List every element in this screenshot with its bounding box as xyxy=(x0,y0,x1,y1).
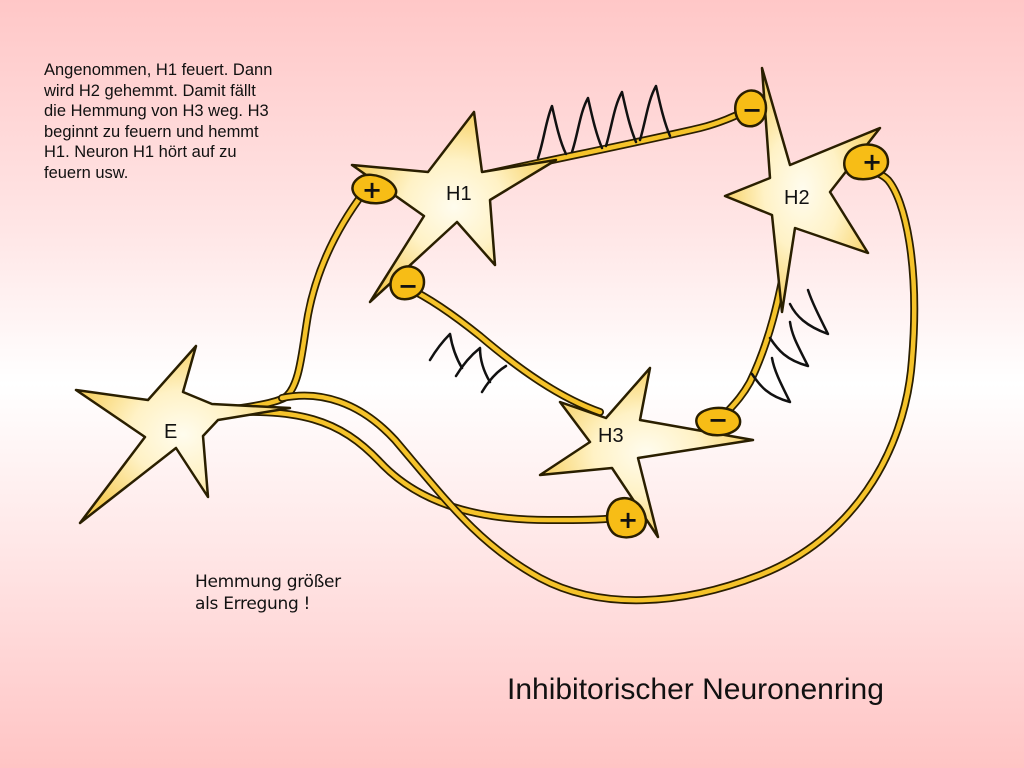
neuron-h1-body xyxy=(350,110,558,304)
description-line: die Hemmung von H3 weg. H3 xyxy=(44,102,269,120)
note-line: Hemmung größer xyxy=(195,572,341,592)
minus-sign-h2: − xyxy=(742,96,762,124)
neuron-e-body xyxy=(74,344,292,525)
neuron-e: E xyxy=(74,344,292,525)
plus-sign-h2: + xyxy=(862,148,882,176)
description-line: beginnt zu feuern und hemmt xyxy=(44,122,259,141)
neuron-h3: H3 xyxy=(538,366,755,539)
inhibition-note: Hemmung größer als Erregung ! xyxy=(195,571,341,615)
neuron-h3-body xyxy=(538,366,755,539)
plus-sign-h1: + xyxy=(362,176,382,204)
description-line: Angenommen, H1 feuert. Dann xyxy=(44,61,273,79)
neuron-h1-label: H1 xyxy=(446,183,472,205)
synapse-excitatory-h3: + xyxy=(606,497,648,539)
spike-train-h1-to-h2 xyxy=(536,84,672,160)
neuron-h1: H1 xyxy=(350,110,558,304)
spike-train-h2-to-h3 xyxy=(750,288,830,404)
neuron-e-label: E xyxy=(164,421,177,443)
synapses: + + + − − − xyxy=(351,89,890,539)
neuron-h3-label: H3 xyxy=(598,425,624,447)
spike-train-h3-to-h1 xyxy=(428,332,508,394)
neuron-h2-label: H2 xyxy=(784,187,810,209)
neuron-h2-body xyxy=(723,66,882,314)
minus-sign-h1: − xyxy=(398,272,418,300)
synapse-inhibitory-h2: − xyxy=(734,89,768,128)
synapse-excitatory-h1: + xyxy=(351,173,398,205)
slide-title: Inhibitorischer Neuronenring xyxy=(507,673,884,706)
synapse-excitatory-h2: + xyxy=(843,143,890,181)
description-text: Angenommen, H1 feuert. Dann wird H2 gehe… xyxy=(44,60,334,183)
plus-sign-h3: + xyxy=(618,506,638,534)
neuron-h2: H2 xyxy=(723,66,882,314)
description-line: wird H2 gehemmt. Damit fällt xyxy=(44,81,256,100)
note-line: als Erregung ! xyxy=(195,594,311,614)
synapse-inhibitory-h1: − xyxy=(389,265,426,301)
synapse-inhibitory-h3: − xyxy=(695,406,742,437)
description-line: feuern usw. xyxy=(44,163,129,182)
minus-sign-h3: − xyxy=(708,406,728,434)
description-line: H1. Neuron H1 hört auf zu xyxy=(44,143,237,161)
